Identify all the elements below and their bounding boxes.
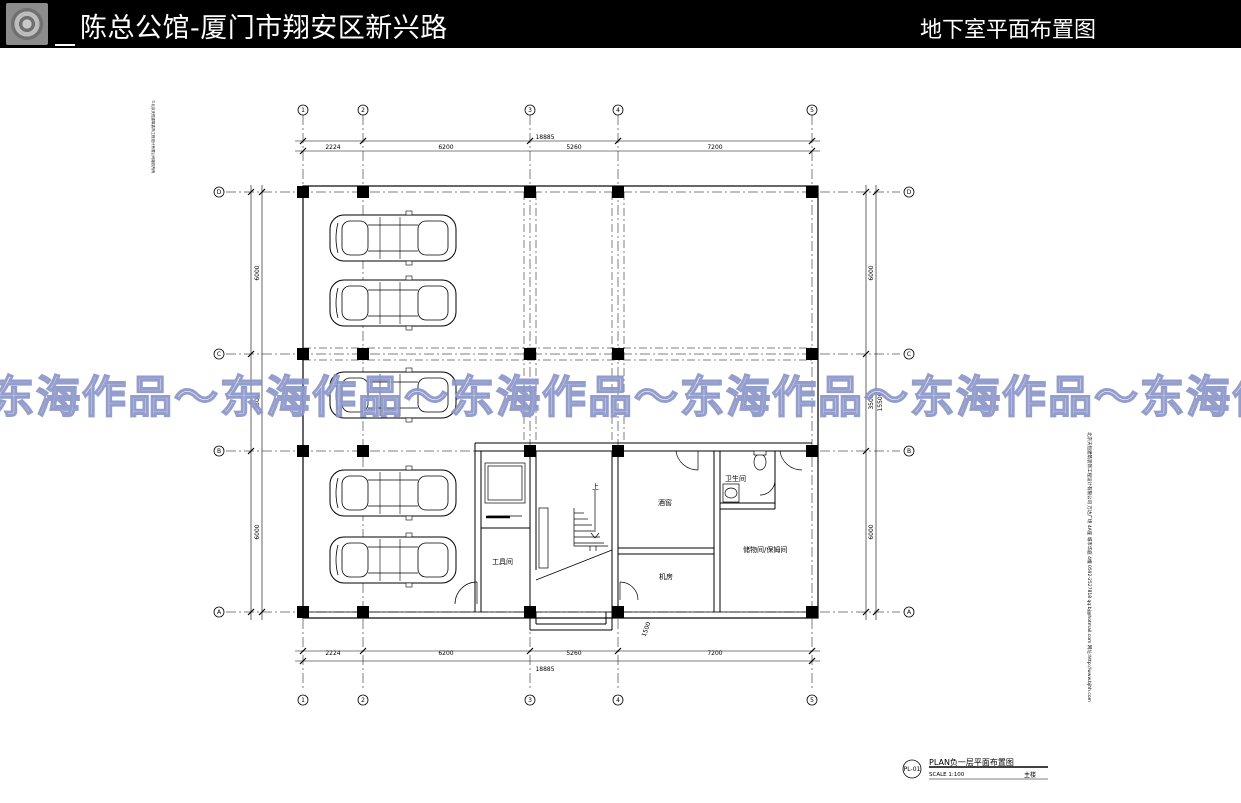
- axis-label-left: B: [217, 448, 221, 455]
- staircase: [484, 462, 613, 581]
- title-block: PL-01 PLAN负一层平面布置图 SCALE 1:100 主楼: [902, 757, 1048, 780]
- axis-label-bottom: 1: [301, 697, 305, 704]
- axis-label-left: C: [217, 351, 221, 358]
- header-bar: 陈总公馆-厦门市翔安区新兴路 地下室平面布置图: [0, 0, 1241, 48]
- axis-label-bottom: 2: [361, 697, 365, 704]
- axis-label-right: B: [907, 448, 911, 455]
- dim-left-segment: 6000: [254, 524, 261, 539]
- room-tool: 工具间: [492, 558, 513, 566]
- axis-label-left: A: [217, 609, 222, 616]
- dim-right-segment: 6000: [868, 265, 875, 280]
- dim-bottom-total: 18885: [535, 666, 554, 673]
- floor-plan-drawing: 1 2 3 4 5 1 2 3 4 5 D C B A D C B A: [0, 100, 1241, 780]
- plan-building: 主楼: [1024, 771, 1036, 779]
- dim-left-segment: 3500: [254, 394, 261, 409]
- axis-label-top: 5: [810, 107, 814, 114]
- logo-seal-icon: [6, 3, 48, 45]
- plan-code: PL-01: [904, 766, 921, 773]
- dim-right-segment: 3500: [868, 394, 875, 409]
- axis-label-right: C: [907, 351, 911, 358]
- outer-walls: [302, 185, 819, 619]
- dim-top-segment: 5260: [566, 144, 581, 151]
- axis-label-right: D: [907, 189, 912, 196]
- side-note-left: ©北京天恒建筑装饰工程设计有限公司版权所有: [151, 100, 156, 174]
- dim-left-segment: 6000: [254, 265, 261, 280]
- dim-stair: 1500: [641, 621, 653, 638]
- dim-right-total: 15500: [877, 392, 884, 411]
- dim-top-segment: 7200: [707, 144, 722, 151]
- project-title: 陈总公馆-厦门市翔安区新兴路: [80, 13, 448, 44]
- header-divider: [55, 44, 75, 46]
- interior-walls: [474, 442, 812, 631]
- axis-label-right: A: [907, 609, 912, 616]
- drawing-title: 地下室平面布置图: [920, 18, 1097, 43]
- side-note-right: 北京天恒建筑装饰工程设计有限公司 万达广场 4A座 城市华庭 4幢 0592-2…: [1086, 432, 1093, 702]
- dim-bottom-segment: 7200: [707, 650, 722, 657]
- room-storage: 储物间/保姆间: [743, 545, 787, 554]
- structural-columns: [297, 186, 818, 618]
- plan-scale: SCALE 1:100: [929, 772, 965, 778]
- dim-top-total: 18885: [535, 134, 554, 141]
- dim-top-segment: 2224: [325, 144, 340, 151]
- axis-label-top: 3: [528, 107, 532, 114]
- watermark-text: 东海作品～东海作品～东海作品～东海作品～东海作品～东海作品～东海作品: [0, 372, 1241, 423]
- room-bathroom: 卫生间: [725, 474, 746, 483]
- door-swings: [454, 450, 803, 605]
- dim-bottom-segment: 2224: [325, 650, 340, 657]
- plan-title: PLAN负一层平面布置图: [929, 757, 1014, 767]
- room-wine-cellar: 酒窖: [658, 498, 672, 507]
- dim-bottom-segment: 5260: [566, 650, 581, 657]
- dimension-lines: [247, 137, 880, 665]
- room-machine: 机房: [659, 572, 673, 581]
- dim-top-segment: 6200: [438, 144, 453, 151]
- dim-right-segment: 6000: [868, 524, 875, 539]
- axis-label-bottom: 3: [528, 697, 532, 704]
- axis-label-top: 4: [616, 107, 620, 114]
- axis-label-left: D: [217, 189, 222, 196]
- dim-bottom-segment: 6200: [438, 650, 453, 657]
- axis-label-top: 1: [301, 107, 305, 114]
- stair-up-label: 上: [592, 482, 599, 491]
- axis-label-bottom: 4: [616, 697, 620, 704]
- axis-label-bottom: 5: [810, 697, 814, 704]
- axis-label-top: 2: [361, 107, 365, 114]
